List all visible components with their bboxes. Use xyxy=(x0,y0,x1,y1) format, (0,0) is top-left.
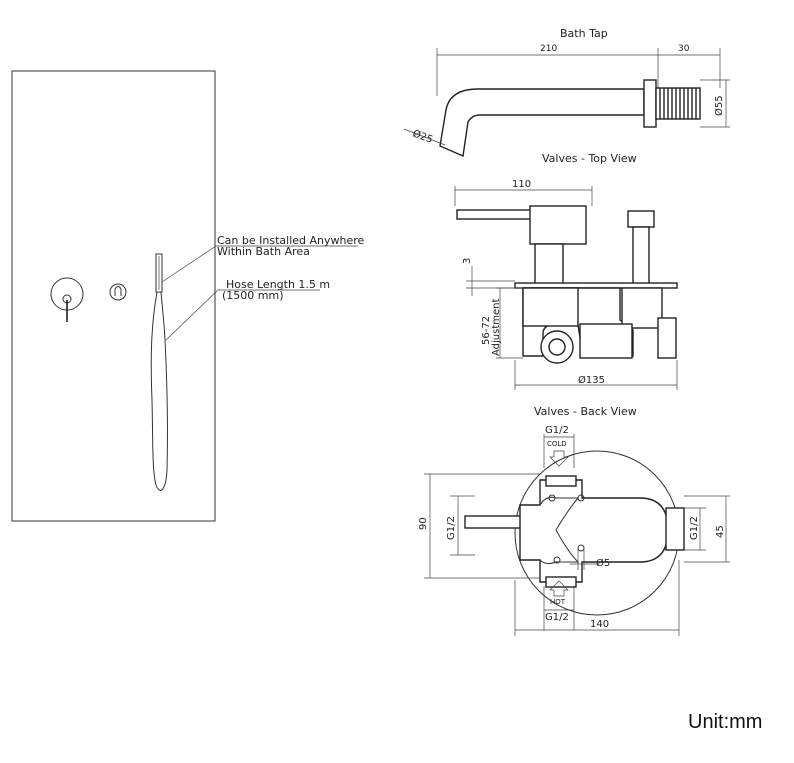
hose-leader xyxy=(165,289,320,341)
diverter-plate xyxy=(109,283,127,301)
top-body-block-right xyxy=(621,287,663,329)
install-note-line-2: Within Bath Area xyxy=(217,245,310,258)
back-valve-body xyxy=(519,479,669,583)
shower-hose xyxy=(150,291,168,491)
unit-label: Unit:mm xyxy=(688,711,762,733)
back-bottom-port xyxy=(545,576,577,588)
top-adjust-range: 56-72 xyxy=(481,316,492,345)
top-adjust-label: Adjustment xyxy=(491,299,502,356)
tap-length-dim: 210 xyxy=(540,44,557,54)
back-body-hole-right xyxy=(577,494,585,502)
wall-installation-view: Can be Installed Anywhere Within Bath Ar… xyxy=(11,70,365,522)
diverter-knob xyxy=(114,286,122,296)
back-90-label: 90 xyxy=(418,517,429,530)
top-body-lower xyxy=(579,323,633,359)
top-lever xyxy=(456,209,534,220)
back-cold-label: COLD xyxy=(547,440,567,448)
back-left-pipe xyxy=(464,515,522,529)
top-stem xyxy=(534,243,564,285)
install-leader xyxy=(161,245,358,283)
top-width-dim: 110 xyxy=(512,179,531,190)
back-top-port xyxy=(545,475,577,487)
top-wall-plate xyxy=(514,282,678,289)
tap-flange-dim: 30 xyxy=(678,44,690,54)
back-body-hole-left xyxy=(548,494,556,502)
back-dia5-label: Ø5 xyxy=(596,557,610,569)
top-view-title: Valves - Top View xyxy=(542,152,637,165)
hand-shower xyxy=(155,253,163,293)
top-diverter-cap xyxy=(627,210,655,228)
top-3-label: 3 xyxy=(462,258,473,264)
hose-note-line-2: (1500 mm) xyxy=(222,289,284,302)
tap-spout xyxy=(439,88,645,158)
tap-dia25-leader xyxy=(403,128,446,146)
top-body-outlet xyxy=(657,317,677,359)
tap-dia55-label: Ø55 xyxy=(713,95,725,116)
tap-thread xyxy=(655,87,701,120)
tap-dia25-label: Ø25 xyxy=(411,128,434,146)
valves-top-view: Valves - Top View 110 3 56-72 xyxy=(454,152,678,390)
back-valve-channel xyxy=(539,496,580,565)
bath-tap-title: Bath Tap xyxy=(560,27,608,40)
wall-panel xyxy=(11,70,216,522)
back-g-bottom-label: G1/2 xyxy=(545,612,569,623)
tap-flange xyxy=(643,79,657,128)
tap-thread-hatch xyxy=(659,88,697,119)
back-45-label: 45 xyxy=(715,525,726,538)
valves-back-view: Valves - Back View G1/2 COLD 90 G1/2 xyxy=(418,405,730,636)
hot-arrow-icon xyxy=(549,580,569,597)
top-body-block-left xyxy=(522,287,579,327)
back-140-label: 140 xyxy=(590,619,609,630)
back-right-outlet xyxy=(665,507,685,551)
back-g-left-label: G1/2 xyxy=(446,516,457,540)
back-body-hole-bottom xyxy=(553,556,561,564)
top-body-port-inner xyxy=(548,338,566,356)
top-diverter-stem xyxy=(632,226,650,285)
back-g-top-label: G1/2 xyxy=(545,425,569,436)
back-hot-label: HOT xyxy=(550,598,566,606)
top-handle-cap xyxy=(529,205,587,245)
cold-arrow-icon xyxy=(549,450,569,467)
hose-note-line-1: Hose Length 1.5 m xyxy=(226,278,330,291)
back-view-title: Valves - Back View xyxy=(534,405,637,418)
install-note-line-1: Can be Installed Anywhere xyxy=(217,234,365,247)
back-g-right-label: G1/2 xyxy=(689,516,700,540)
bath-tap-view: Bath Tap 210 30 Ø55 Ø25 xyxy=(403,27,730,158)
top-dia135-label: Ø135 xyxy=(578,374,605,386)
